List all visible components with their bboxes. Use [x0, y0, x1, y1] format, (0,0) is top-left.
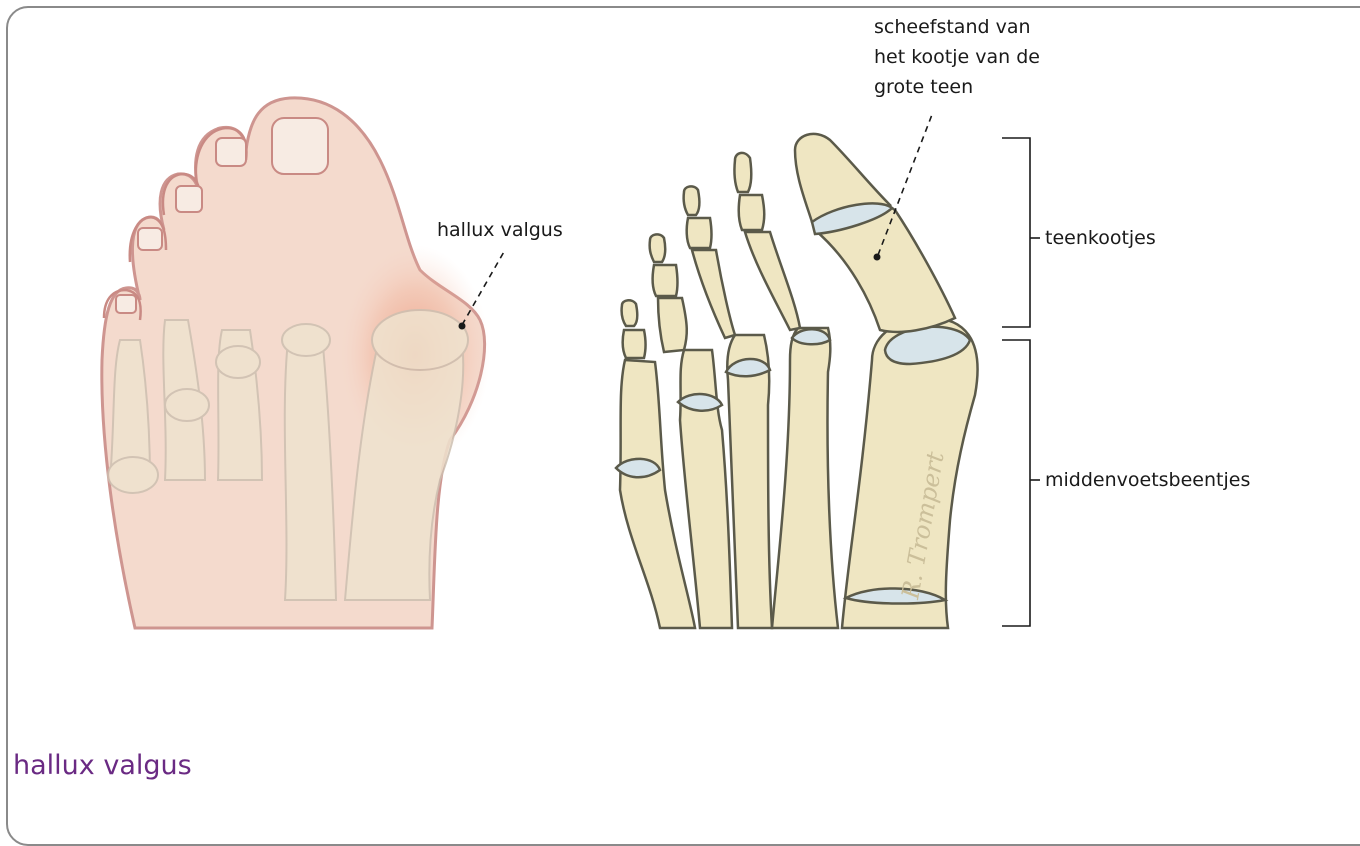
phalanx-3-distal — [684, 186, 700, 215]
metatarsal-3 — [727, 335, 772, 628]
phalanx-2-proximal — [745, 232, 800, 330]
ghost-joint-2 — [282, 324, 330, 356]
ghost-joint-1 — [372, 310, 468, 370]
nail-4 — [138, 228, 162, 250]
left-foot — [102, 98, 490, 628]
label-misalignment-line1: scheefstand van — [874, 15, 1031, 40]
label-misalignment-line2: het kootje van de — [874, 45, 1040, 70]
phalanx-3-middle — [687, 218, 712, 248]
nail-1 — [272, 118, 328, 174]
hallux-valgus-dot — [459, 323, 466, 330]
label-phalanges: teenkootjes — [1045, 226, 1156, 251]
phalanx-4-distal — [650, 234, 666, 262]
misalignment-dot — [874, 254, 881, 261]
phalanx-2-middle — [739, 195, 765, 230]
metatarsal-2 — [772, 328, 838, 628]
ghost-joint-5 — [108, 457, 158, 493]
cartilage-metatarsal-5 — [616, 459, 660, 477]
phalanges-bracket — [1002, 138, 1030, 327]
ghost-joint-3 — [216, 346, 260, 378]
phalanx-2-distal — [734, 153, 751, 192]
phalanx-5-distal — [622, 300, 638, 326]
figure-caption: hallux valgus — [13, 750, 192, 781]
ghost-joint-4 — [165, 389, 209, 421]
nail-3 — [176, 186, 202, 212]
metatarsal-4 — [680, 350, 732, 628]
label-metatarsals: middenvoetsbeentjes — [1045, 468, 1250, 493]
phalanx-5-middle — [623, 330, 646, 358]
foot-illustration: R. Trompert — [0, 0, 1360, 822]
label-hallux-valgus: hallux valgus — [437, 218, 563, 243]
phalanx-4-middle — [653, 265, 678, 296]
nail-5 — [116, 295, 136, 313]
cartilage-metatarsal-2 — [792, 329, 830, 344]
phalanx-4-proximal — [658, 298, 687, 352]
phalanx-3-proximal — [692, 250, 735, 338]
nail-2 — [216, 138, 246, 166]
label-misalignment-line3: grote teen — [874, 75, 973, 100]
metatarsals-bracket — [1002, 340, 1030, 626]
